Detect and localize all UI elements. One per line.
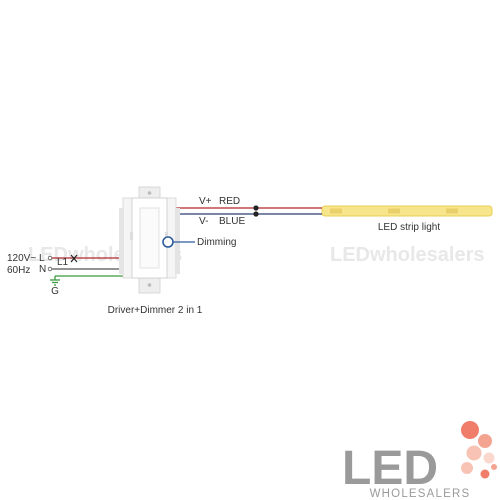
blue-wire-label: BLUE — [219, 216, 245, 227]
watermark-right: LEDwholesalers — [330, 244, 485, 266]
line-terminal-label: L — [39, 253, 45, 264]
led-strip — [321, 205, 493, 217]
frequency-label: 60Hz — [7, 265, 30, 276]
dimming-label: Dimming — [197, 237, 236, 248]
device-caption: Driver+Dimmer 2 in 1 — [108, 305, 203, 316]
strip-caption: LED strip light — [378, 222, 440, 233]
load-terminal-label: L1 — [57, 257, 69, 268]
output-wires — [172, 205, 322, 217]
voltage-label: 120V~ — [7, 253, 36, 264]
wire-cross-icon — [70, 254, 78, 263]
brand-logo: LED WHOLESALERS — [342, 421, 497, 500]
driver-dimmer-device — [119, 186, 180, 294]
positive-output-label: V+ — [199, 196, 212, 207]
ground-label: G — [51, 286, 59, 297]
logo-dot-icon — [461, 421, 497, 479]
negative-output-label: V- — [199, 216, 208, 227]
logo-sub-text: WHOLESALERS — [370, 488, 471, 500]
red-wire-label: RED — [219, 196, 240, 207]
neutral-terminal-label: N — [39, 264, 46, 275]
logo-brand-text: LED — [342, 442, 438, 495]
dimming-indicator — [162, 236, 195, 248]
